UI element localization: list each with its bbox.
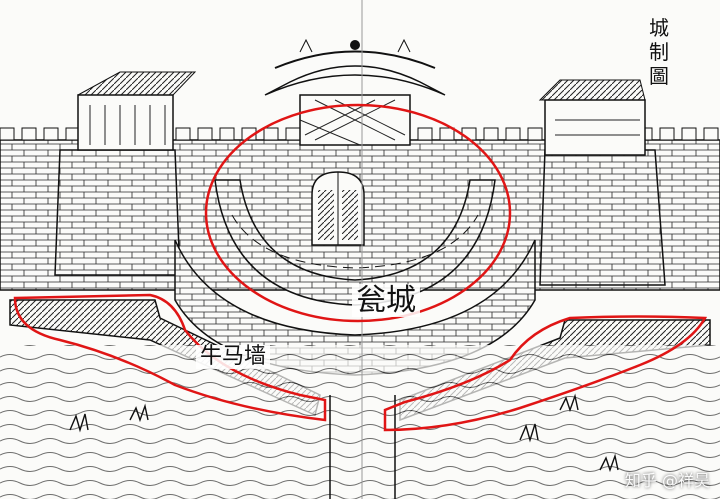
crenel (197, 127, 213, 141)
crenel (43, 127, 59, 141)
moat-wall-left-highlight (13, 293, 327, 422)
crenel (681, 127, 697, 141)
grass-tufts (69, 393, 619, 473)
crenel (263, 127, 279, 141)
crenel (219, 127, 235, 141)
crenel (505, 127, 521, 141)
crenel (21, 127, 37, 141)
moat-wall-right-highlight (383, 315, 708, 432)
barbican-highlight-ellipse (204, 103, 512, 323)
crenel (175, 127, 191, 141)
moat-water (0, 345, 720, 499)
barbican-enclosure (174, 171, 536, 376)
crenel (703, 127, 719, 141)
moat-wall-label: 牛马墙 (196, 344, 271, 370)
watermark: 知乎 @祥昊 (624, 471, 710, 490)
right-watchtower (538, 79, 666, 286)
crenel (417, 127, 433, 141)
figure-title: 城制圖 (649, 16, 669, 88)
crenel (439, 127, 455, 141)
crenel (285, 127, 301, 141)
red-annotation-strokes (13, 103, 708, 432)
crenel (527, 127, 543, 141)
center-path (329, 395, 396, 499)
crenel (0, 127, 15, 141)
barbican-label: 瓮城 (352, 284, 420, 317)
gate-tower-pavilion (264, 38, 446, 146)
crenel (483, 127, 499, 141)
crenel (659, 127, 675, 141)
left-watchtower (54, 71, 197, 276)
